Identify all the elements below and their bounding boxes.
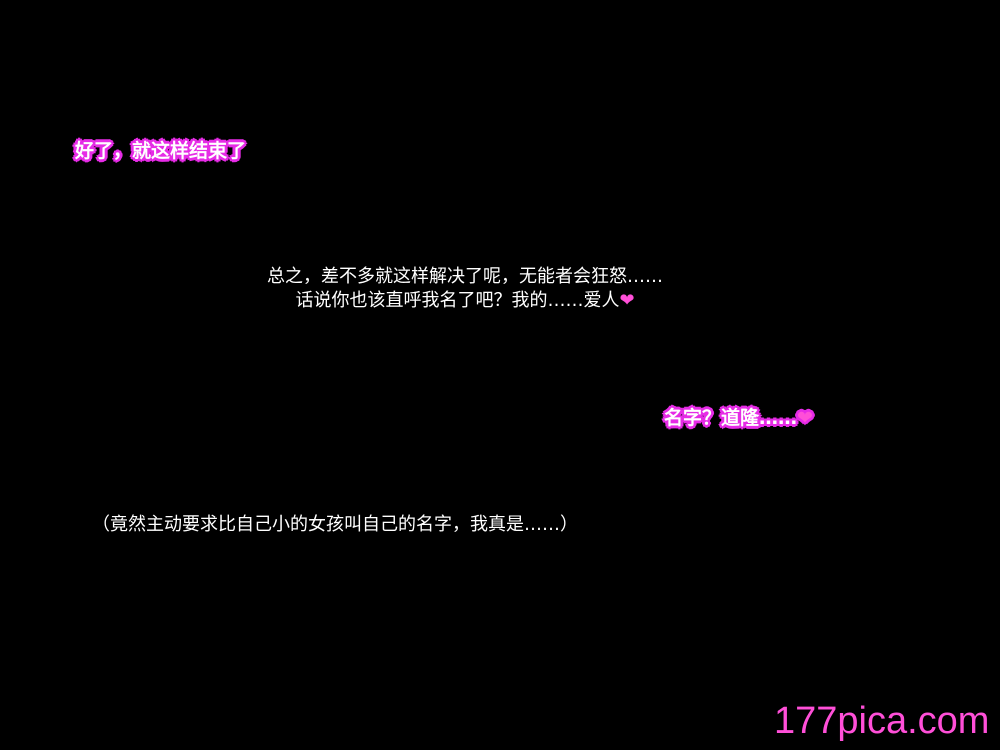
heart-icon: ❤: [797, 407, 813, 429]
monologue-text: （竟然主动要求比自己小的女孩叫自己的名字，我真是……）: [92, 514, 578, 535]
dialogue-line-2: 总之，差不多就这样解决了呢，无能者会狂怒……: [267, 266, 663, 287]
heart-icon: ❤: [619, 290, 635, 311]
dialogue-line-4: 名字？道隆……❤: [664, 403, 813, 430]
dialogue-block-2: 总之，差不多就这样解决了呢，无能者会狂怒…… 话说你也该直呼我名了吧？我的……爱…: [230, 265, 700, 313]
dialogue-line-1: 好了，就这样结束了: [75, 136, 246, 163]
dialogue-text: 名字？道隆……: [664, 407, 798, 429]
monologue-line-5: （竟然主动要求比自己小的女孩叫自己的名字，我真是……）: [92, 510, 578, 536]
dialogue-text: 好了，就这样结束了: [75, 140, 247, 162]
dialogue-text: 话说你也该直呼我名了吧？我的……爱人: [295, 290, 620, 311]
watermark: 177pica.com: [774, 700, 990, 742]
dialogue-line-3: 话说你也该直呼我名了吧？我的……爱人❤: [230, 289, 700, 313]
